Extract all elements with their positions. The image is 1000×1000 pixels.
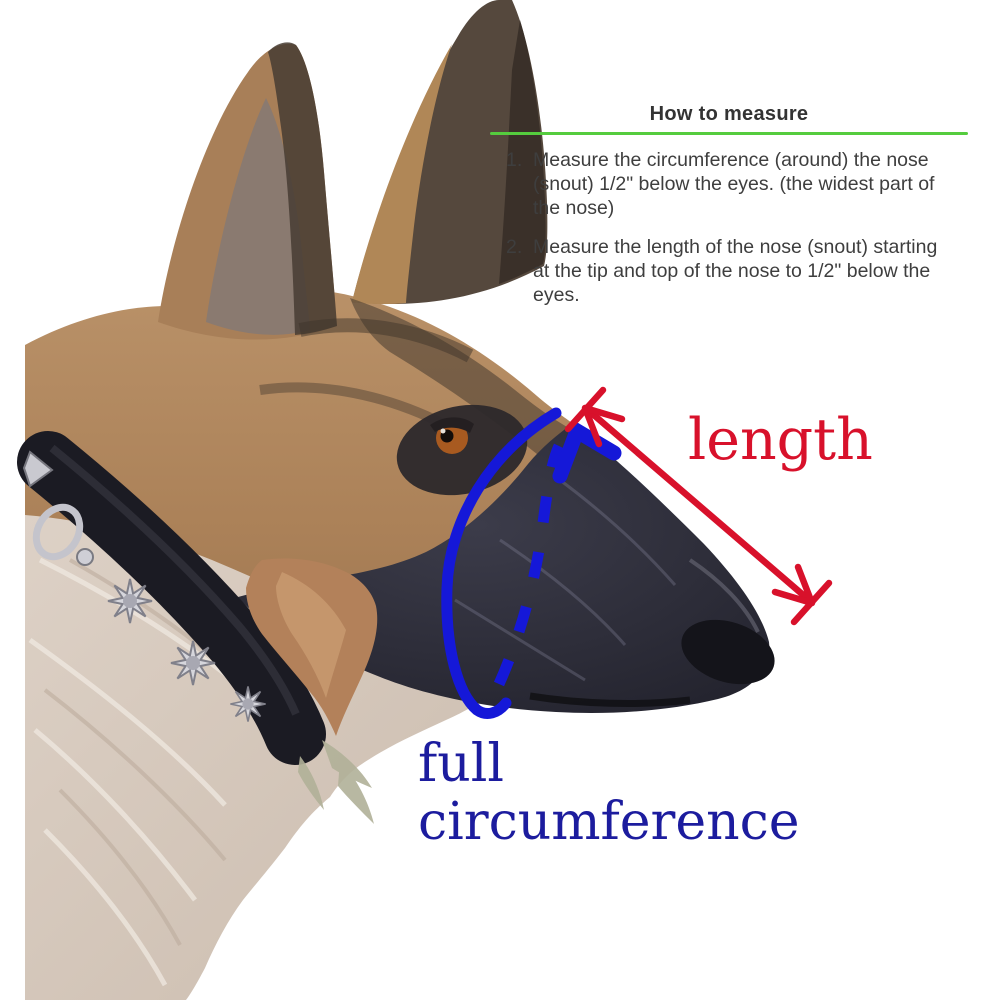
left-ear — [158, 42, 337, 340]
instruction-item-2: 2. Measure the length of the nose (snout… — [490, 235, 968, 307]
howto-title: How to measure — [649, 103, 809, 125]
dog-illustration — [17, 0, 775, 1000]
length-arrow-top-tick — [564, 386, 607, 433]
collar-star-stud — [170, 640, 216, 686]
howto-panel: How to measure 1. Measure the circumfere… — [490, 103, 968, 322]
collar-ring — [32, 503, 84, 561]
length-arrow-top-head — [581, 404, 626, 448]
instruction-text: Measure the length of the nose (snout) s… — [533, 236, 938, 306]
collar-rivet — [76, 548, 94, 566]
divider-line — [490, 132, 968, 135]
right-ear — [352, 0, 548, 305]
instruction-text: Measure the circumference (around) the n… — [533, 149, 935, 219]
instruction-item-1: 1. Measure the circumference (around) th… — [490, 148, 968, 220]
length-arrow-shaft — [584, 406, 813, 604]
collar — [17, 431, 326, 765]
length-arrow-bottom-head — [771, 563, 816, 607]
collar-star-stud — [107, 578, 153, 624]
length-label: length — [688, 407, 873, 473]
fur-wisps — [298, 740, 374, 824]
circumference-front-arc — [441, 407, 562, 719]
length-arrow-bottom-tick — [790, 579, 833, 626]
instruction-number: 1. — [506, 149, 523, 171]
collar-star-stud — [229, 685, 267, 723]
length-arrow — [564, 386, 833, 626]
nose — [681, 619, 775, 685]
collar-spike — [22, 450, 54, 488]
mouth-line — [529, 692, 691, 707]
circumference-label: full circumference — [418, 734, 800, 853]
instruction-number: 2. — [506, 236, 523, 258]
